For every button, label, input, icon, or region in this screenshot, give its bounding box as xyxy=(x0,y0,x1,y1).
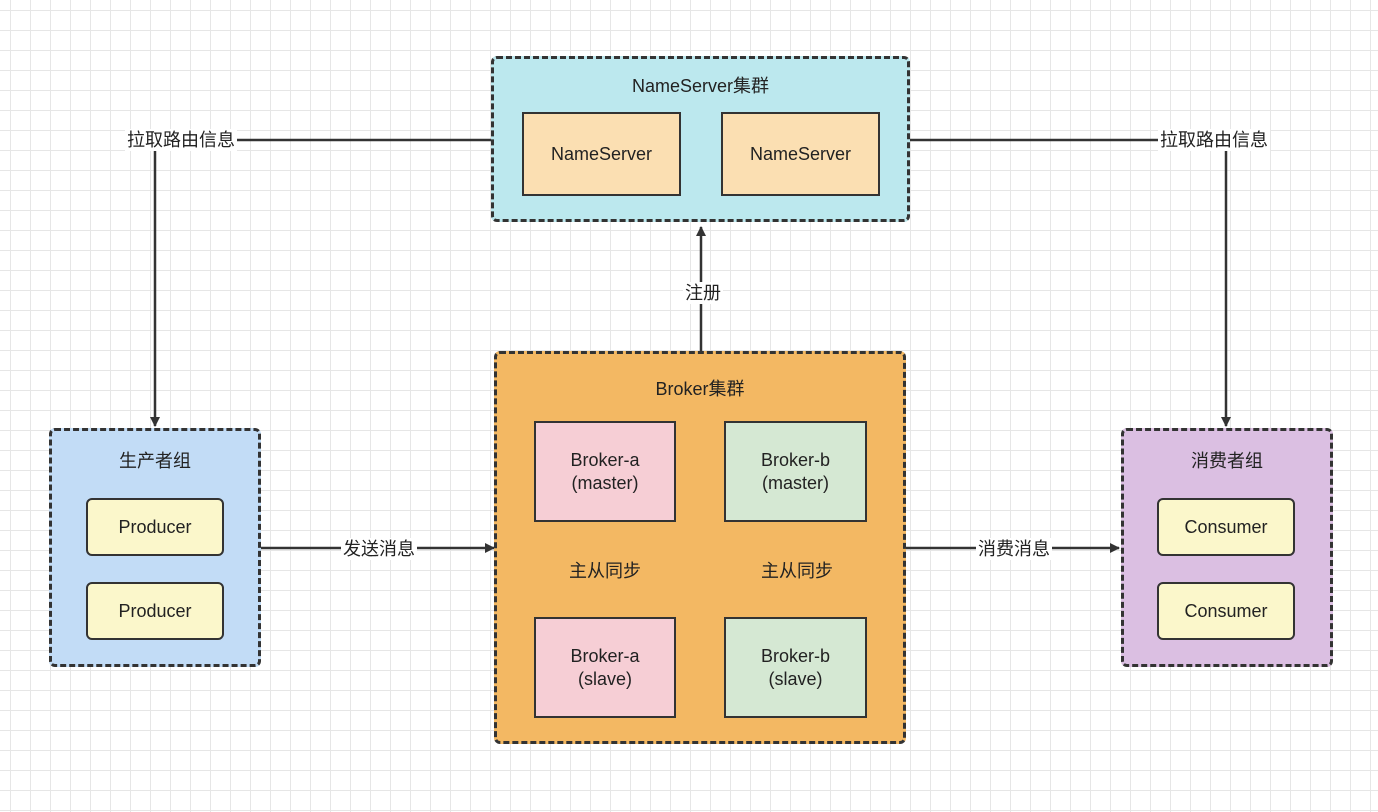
register-label: 注册 xyxy=(683,282,723,304)
broker-b-slave-role: (slave) xyxy=(768,668,823,689)
broker-b-master-name: Broker-b xyxy=(760,449,831,470)
consumer-pull-route-edge xyxy=(909,138,1231,427)
broker-b-master: Broker-b (master) xyxy=(724,421,867,522)
consumer-group-title: 消费者组 xyxy=(1191,451,1263,471)
broker-a-master-name: Broker-a xyxy=(570,449,640,470)
broker-b-master-role: (master) xyxy=(762,472,829,493)
consumer-pull-route-label: 拉取路由信息 xyxy=(1158,129,1270,151)
nameserver-node-1-label: NameServer xyxy=(550,143,653,164)
producer-pull-route-label: 拉取路由信息 xyxy=(125,129,237,151)
consumer-node-2-label: Consumer xyxy=(1184,600,1268,621)
broker-b-sync-label: 主从同步 xyxy=(759,560,835,582)
broker-cluster-title: Broker集群 xyxy=(655,379,745,399)
send-message-label: 发送消息 xyxy=(341,538,417,560)
consumer-node-1-label: Consumer xyxy=(1184,516,1268,537)
nameserver-node-2: NameServer xyxy=(721,112,880,196)
producer-pull-route-edge xyxy=(150,138,491,427)
broker-a-slave-role: (slave) xyxy=(577,668,632,689)
broker-a-master: Broker-a (master) xyxy=(534,421,676,522)
producer-group-title: 生产者组 xyxy=(119,451,191,471)
broker-b-slave: Broker-b (slave) xyxy=(724,617,867,718)
producer-node-2: Producer xyxy=(86,582,224,640)
broker-a-sync-label: 主从同步 xyxy=(567,560,643,582)
consumer-node-2: Consumer xyxy=(1157,582,1295,640)
broker-a-slave: Broker-a (slave) xyxy=(534,617,676,718)
producer-node-1-label: Producer xyxy=(118,516,192,537)
consumer-node-1: Consumer xyxy=(1157,498,1295,556)
consume-message-label: 消费消息 xyxy=(976,538,1052,560)
broker-a-slave-name: Broker-a xyxy=(570,645,640,666)
producer-node-1: Producer xyxy=(86,498,224,556)
broker-b-slave-name: Broker-b xyxy=(760,645,831,666)
broker-a-master-role: (master) xyxy=(571,472,639,493)
nameserver-node-2-label: NameServer xyxy=(749,143,852,164)
nameserver-node-1: NameServer xyxy=(522,112,681,196)
nameserver-cluster-title: NameServer集群 xyxy=(631,76,770,96)
producer-node-2-label: Producer xyxy=(118,600,192,621)
